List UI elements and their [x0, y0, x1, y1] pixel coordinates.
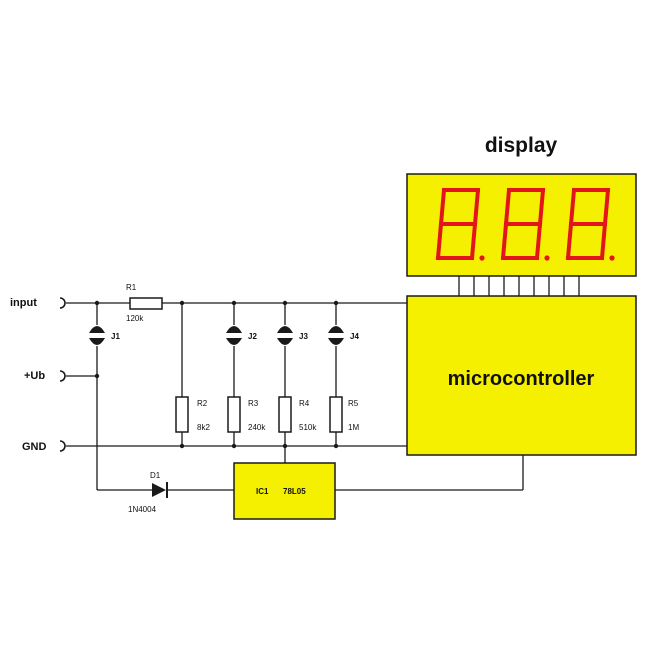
resistor-r1-ref: R1 [126, 283, 137, 292]
resistor-r3-ref: R3 [248, 399, 259, 408]
digit-3-segment-b [602, 187, 611, 227]
resistor-r3: R3 240k [227, 396, 266, 433]
regulator-ic1: IC1 78L05 [233, 462, 336, 520]
resistor-r2-value: 8k2 [197, 423, 210, 432]
jumper-j3-label: J3 [299, 332, 308, 341]
jumper-j2-label: J2 [248, 332, 257, 341]
regulator-part: 78L05 [283, 487, 306, 496]
resistor-r5: R5 1M [329, 396, 359, 433]
terminal-gnd: GND [22, 440, 66, 453]
microcontroller-label: microcontroller [448, 368, 595, 390]
digit-3-segment-f [568, 187, 577, 227]
terminal-input-label: input [10, 297, 37, 309]
diode-d1: D1 1N4004 [128, 471, 168, 514]
resistor-r4: R4 510k [278, 396, 317, 433]
digit-2-segment-f [503, 187, 512, 227]
digit-1-segment-b [472, 187, 481, 227]
resistor-r2-ref: R2 [197, 399, 208, 408]
wires [66, 276, 580, 491]
resistor-r2: R2 8k2 [175, 396, 210, 433]
microcontroller-block: microcontroller [406, 295, 637, 456]
digit-3-decimal-point [609, 255, 615, 261]
digit-2-decimal-point [544, 255, 550, 261]
jumper-j1: J1 [89, 326, 120, 345]
digit-2-segment-e [500, 221, 509, 261]
regulator-ref: IC1 [256, 487, 269, 496]
diode-d1-part: 1N4004 [128, 505, 157, 514]
digit-1-segment-e [435, 221, 444, 261]
jumper-j1-label: J1 [111, 332, 120, 341]
terminal-gnd-label: GND [22, 441, 47, 453]
terminal-input: input [10, 297, 66, 309]
resistor-r5-ref: R5 [348, 399, 359, 408]
jumper-j4-label: J4 [350, 332, 359, 341]
digit-3-segment-e [565, 221, 574, 261]
terminal-ub-label: +Ub [24, 370, 45, 382]
junction-dots [94, 300, 339, 449]
resistor-r5-value: 1M [348, 423, 359, 432]
digit-3-segment-c [599, 221, 608, 261]
digit-2-segment-b [537, 187, 546, 227]
display-title: display [485, 134, 558, 157]
diode-d1-ref: D1 [150, 471, 161, 480]
terminal-ub: +Ub [24, 370, 66, 382]
jumper-j3: J3 [277, 326, 308, 345]
display-block: display [406, 134, 637, 277]
digit-1-segment-c [469, 221, 478, 261]
seven-segment-digits [435, 187, 615, 261]
resistor-r3-value: 240k [248, 423, 266, 432]
jumper-j4: J4 [328, 326, 359, 345]
resistor-r4-ref: R4 [299, 399, 310, 408]
digit-2-segment-c [534, 221, 543, 261]
jumper-j2: J2 [226, 326, 257, 345]
digit-1-decimal-point [479, 255, 485, 261]
resistor-r1-value: 120k [126, 314, 144, 323]
resistor-r1: R1 120k [126, 283, 163, 323]
resistor-r4-value: 510k [299, 423, 317, 432]
digit-1-segment-f [438, 187, 447, 227]
